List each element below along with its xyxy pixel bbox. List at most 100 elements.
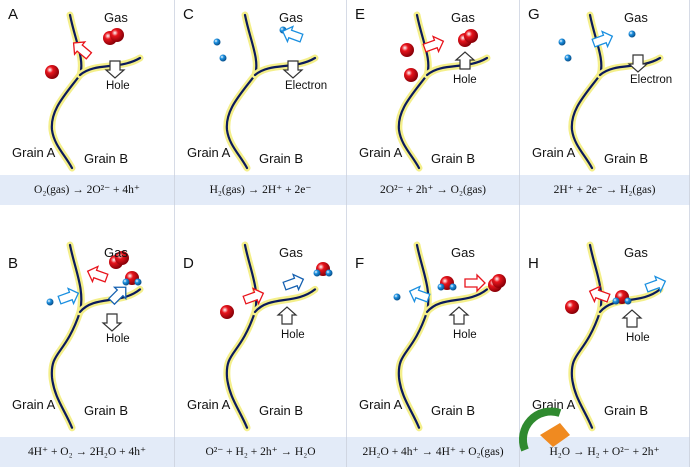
grain-boundary	[570, 13, 603, 170]
grain-b-label: Grain B	[431, 403, 476, 418]
grain-boundary	[50, 243, 83, 429]
reaction-equation: H₂(gas) → 2H⁺ + 2e⁻	[175, 175, 347, 205]
gas-label: Gas	[451, 10, 475, 25]
reaction-equation: 2O²⁻ + 2h⁺ → O₂(gas)	[347, 175, 520, 205]
carrier-label: Hole	[453, 329, 477, 341]
hydrogen-atom	[564, 54, 572, 62]
oxygen-atom	[492, 274, 506, 288]
charge-carrier-arrow-icon	[101, 313, 123, 332]
migration-arrow-icon	[408, 285, 431, 304]
grain-boundary-diagram	[558, 11, 664, 172]
oxygen-atom	[110, 28, 124, 42]
grain-boundary	[225, 13, 258, 170]
carrier-label: Hole	[106, 80, 130, 92]
oxygen-atom	[45, 65, 59, 79]
migration-arrow-icon	[107, 286, 127, 306]
hydrogen-atom	[213, 38, 221, 46]
migration-arrow-icon	[57, 287, 80, 306]
oxygen-atom	[400, 43, 414, 57]
grain-b-label: Grain B	[604, 151, 649, 166]
hydrogen-atom	[46, 298, 54, 306]
gas-label: Gas	[279, 245, 303, 260]
grain-boundary-diagram	[213, 11, 319, 172]
panel-letter: F	[355, 255, 365, 272]
hydrogen-atom	[628, 30, 636, 38]
water-molecule	[122, 271, 142, 286]
carrier-label: Electron	[285, 80, 328, 92]
grain-a-label: Grain A	[12, 145, 56, 160]
oxygen-atom	[565, 300, 579, 314]
grain-boundary	[225, 243, 258, 429]
charge-carrier-arrow-icon	[104, 60, 126, 79]
grain-a-label: Grain A	[12, 397, 56, 412]
panel-letter: E	[355, 6, 366, 23]
panel-letter: A	[8, 6, 19, 23]
grain-boundary-diagram	[220, 241, 333, 432]
grain-boundary	[50, 13, 83, 170]
grain-b-label: Grain B	[604, 403, 649, 418]
grain-a-label: Grain A	[187, 397, 231, 412]
reaction-equation: 2H⁺ + 2e⁻ → H₂(gas)	[520, 175, 690, 205]
grain-boundary-branch	[253, 56, 317, 77]
grain-boundary-diagram	[46, 241, 144, 432]
watermark-logo-icon	[519, 407, 570, 452]
grain-boundary-branch	[425, 56, 489, 77]
grain-boundary-diagram	[395, 11, 491, 172]
grain-boundary-branch	[598, 56, 662, 77]
water-molecule	[313, 262, 333, 277]
panel-letter: G	[528, 6, 540, 23]
grain-b-label: Grain B	[431, 151, 476, 166]
oxygen-atom	[115, 251, 129, 265]
charge-carrier-arrow-icon	[627, 54, 649, 73]
oxygen-atom	[404, 68, 418, 82]
carrier-label: Hole	[106, 333, 130, 345]
grain-boundary-diagram	[393, 241, 506, 432]
charge-carrier-arrow-icon	[448, 306, 470, 325]
grain-b-label: Grain B	[84, 403, 129, 418]
oxygen-atom	[464, 29, 478, 43]
grain-boundary-branch	[78, 288, 142, 314]
grain-boundary-branch	[78, 56, 142, 77]
migration-arrow-icon	[86, 265, 109, 284]
gas-label: Gas	[624, 10, 648, 25]
grain-b-label: Grain B	[259, 403, 304, 418]
charge-carrier-arrow-icon	[454, 51, 476, 70]
grain-b-label: Grain B	[84, 151, 129, 166]
grain-boundary	[570, 243, 603, 429]
gas-label: Gas	[624, 245, 648, 260]
reaction-equation: 2H₂O + 4h⁺ → 4H⁺ + O₂(gas)	[347, 437, 520, 467]
charge-carrier-arrow-icon	[621, 309, 643, 328]
gas-label: Gas	[104, 10, 128, 25]
hydrogen-atom	[393, 293, 401, 301]
water-molecule	[437, 276, 457, 291]
migration-arrow-icon	[644, 275, 667, 294]
migration-arrow-icon	[464, 273, 486, 293]
charge-carrier-arrow-icon	[276, 306, 298, 325]
water-molecule	[612, 290, 632, 305]
grain-boundary-branch	[425, 288, 489, 314]
panel-letter: H	[528, 255, 539, 272]
grain-a-label: Grain A	[532, 397, 576, 412]
migration-arrow-icon	[242, 287, 265, 306]
grain-boundary	[397, 243, 430, 429]
reaction-equation: O₂(gas) → 2O²⁻ + 4h⁺	[0, 175, 175, 205]
grain-a-label: Grain A	[359, 397, 403, 412]
carrier-label: Electron	[630, 74, 673, 86]
grain-a-label: Grain A	[187, 145, 231, 160]
carrier-label: Hole	[453, 74, 477, 86]
grain-boundary-diagram	[45, 11, 144, 172]
migration-arrow-icon	[588, 285, 611, 304]
grain-boundary-branch	[253, 288, 317, 314]
reaction-equation: 4H⁺ + O₂ → 2H₂O + 4h⁺	[0, 437, 175, 467]
hydrogen-atom	[558, 38, 566, 46]
grain-boundary	[397, 13, 430, 170]
panel-letter: B	[8, 255, 19, 272]
migration-arrow-icon	[72, 41, 93, 60]
